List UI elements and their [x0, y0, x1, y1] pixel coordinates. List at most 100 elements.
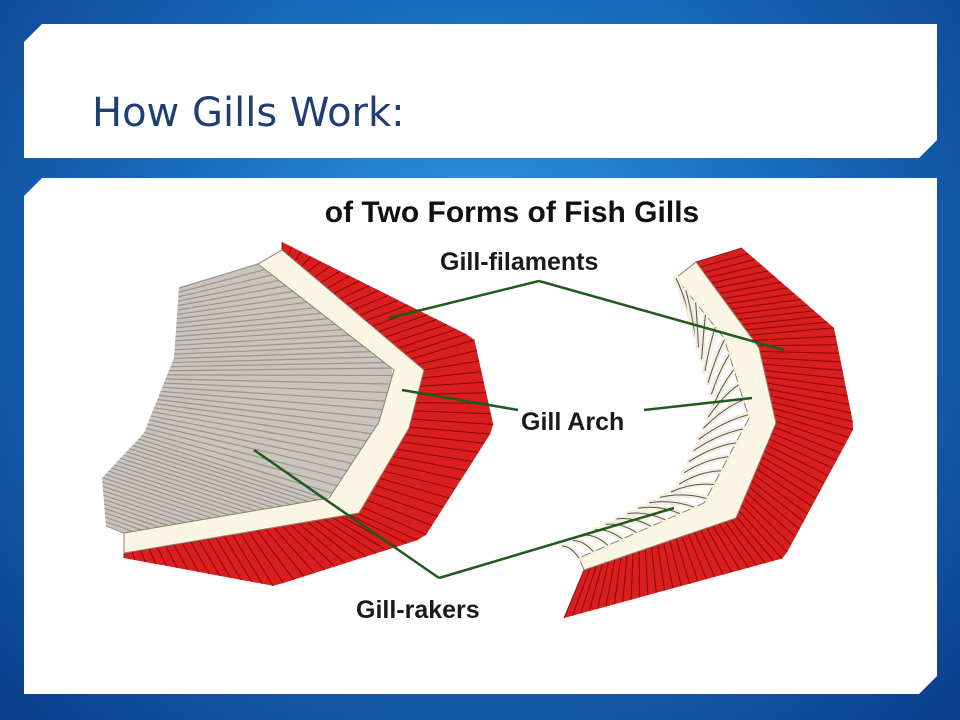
gill-filament-left — [266, 529, 304, 576]
gill-raker-left — [159, 395, 380, 418]
gill-filament-right — [753, 336, 835, 340]
gill-raker-left — [106, 522, 133, 532]
gill-raker-left — [161, 391, 383, 409]
gill-filament-left — [385, 319, 437, 337]
gill-filament-left — [367, 500, 432, 525]
gill-filament-right — [670, 541, 682, 586]
gill-filament-left — [149, 549, 156, 564]
gill-filament-left — [405, 334, 466, 354]
gill-filament-right — [572, 568, 590, 616]
gill-raker-right-outline — [627, 513, 665, 520]
gill-filament-left — [324, 519, 376, 553]
gill-filament-right — [606, 560, 615, 607]
gill-raker-left — [105, 513, 150, 529]
gill-raker-left — [108, 471, 238, 513]
gill-filament-right — [773, 408, 853, 429]
gill-filament-left — [411, 340, 474, 359]
title-panel: How Gills Work: — [24, 24, 937, 158]
gill-raker-left — [132, 445, 308, 501]
gill-raker-left — [106, 526, 124, 533]
gill-raker-left — [176, 308, 314, 323]
gill-raker-left — [176, 324, 336, 336]
gill-filament-left — [216, 537, 242, 579]
gill-raker-left — [171, 363, 385, 367]
gill-arch-left — [124, 250, 424, 553]
gill-raker-right-outline — [679, 471, 721, 484]
gill-filament-left — [174, 544, 188, 569]
gill-raker-right-outline — [694, 429, 743, 451]
gill-filament-right — [731, 520, 765, 563]
gill-filament-left — [334, 281, 360, 294]
right-gill — [562, 248, 853, 618]
gill-filament-left — [384, 471, 455, 489]
gill-filament-left — [340, 286, 369, 299]
gill-filament-left — [327, 276, 350, 288]
gill-raker-left — [175, 330, 342, 341]
gill-filament-right — [623, 555, 627, 602]
gill-filament-left — [288, 247, 291, 256]
gill-filament-right — [759, 463, 816, 499]
gill-filament-left — [379, 478, 449, 498]
gill-filament-left — [257, 530, 293, 579]
gill-raker-left — [135, 442, 317, 500]
gill-filament-left — [182, 543, 198, 572]
gill-raker-left — [103, 491, 194, 521]
gill-raker-left — [105, 508, 160, 527]
gill-diagram: of Two Forms of Fish Gills Gill-filament… — [24, 178, 937, 694]
gill-raker-left — [178, 275, 272, 297]
gill-raker-left — [175, 335, 349, 345]
pointer-line — [402, 390, 518, 410]
gill-filament-right — [738, 311, 814, 320]
gill-raker-left — [105, 517, 141, 530]
gill-filament-right — [763, 364, 843, 370]
gill-filament-left — [397, 449, 473, 461]
gill-filament-left — [224, 536, 252, 582]
gill-raker-right-outline — [671, 484, 714, 492]
gill-filament-left — [295, 252, 301, 261]
gill-filament-right — [742, 505, 788, 552]
gill-filament-right — [694, 532, 715, 577]
gill-raker-left — [104, 504, 168, 526]
gill-raker-right-outline — [696, 303, 699, 348]
gill-raker-right-outline — [711, 355, 729, 395]
gill-filament-right — [768, 389, 849, 404]
gill-filament-left — [316, 520, 366, 556]
gill-filament-right — [614, 557, 620, 604]
gill-raker-left — [179, 264, 258, 288]
gill-filament-left — [401, 442, 479, 453]
gill-raker-left — [169, 368, 392, 371]
gill-filament-right — [711, 271, 768, 283]
gill-filament-left — [349, 515, 407, 544]
gill-filament-right — [734, 305, 807, 314]
gill-filament-right — [754, 475, 808, 514]
gill-raker-right-outline — [649, 502, 694, 508]
gill-filament-right — [769, 439, 832, 468]
gill-filament-right — [725, 522, 757, 566]
gill-filament-left — [241, 533, 273, 586]
gill-filament-right — [719, 524, 749, 568]
gill-filament-left — [375, 485, 443, 507]
gill-filament-right — [774, 427, 840, 453]
gill-raker-left — [179, 269, 265, 292]
gill-raker-right-outline — [689, 443, 736, 462]
gill-filament-right — [581, 566, 596, 614]
content-panel: of Two Forms of Fish Gills Gill-filament… — [24, 178, 937, 694]
gill-filament-left — [299, 523, 345, 563]
gill-filament-left — [347, 290, 379, 304]
gill-filament-left — [301, 257, 311, 267]
gill-raker-left — [120, 458, 273, 507]
gill-filament-right — [713, 526, 740, 570]
gill-raker-left — [172, 357, 377, 362]
gill-raker-right-outline — [562, 546, 579, 558]
gill-raker-left — [176, 313, 321, 327]
gill-filament-left — [249, 532, 283, 583]
gill-raker-right-outline — [703, 400, 743, 428]
gill-filament-left — [411, 419, 493, 425]
gill-filament-right — [664, 543, 673, 589]
gill-filament-left — [132, 552, 134, 560]
gill-raker-left — [177, 297, 300, 315]
gill-raker-right-outline — [686, 290, 695, 335]
gill-raker-left — [154, 408, 366, 441]
pointer-line — [539, 281, 784, 350]
gill-raker-right-outline — [684, 457, 728, 473]
